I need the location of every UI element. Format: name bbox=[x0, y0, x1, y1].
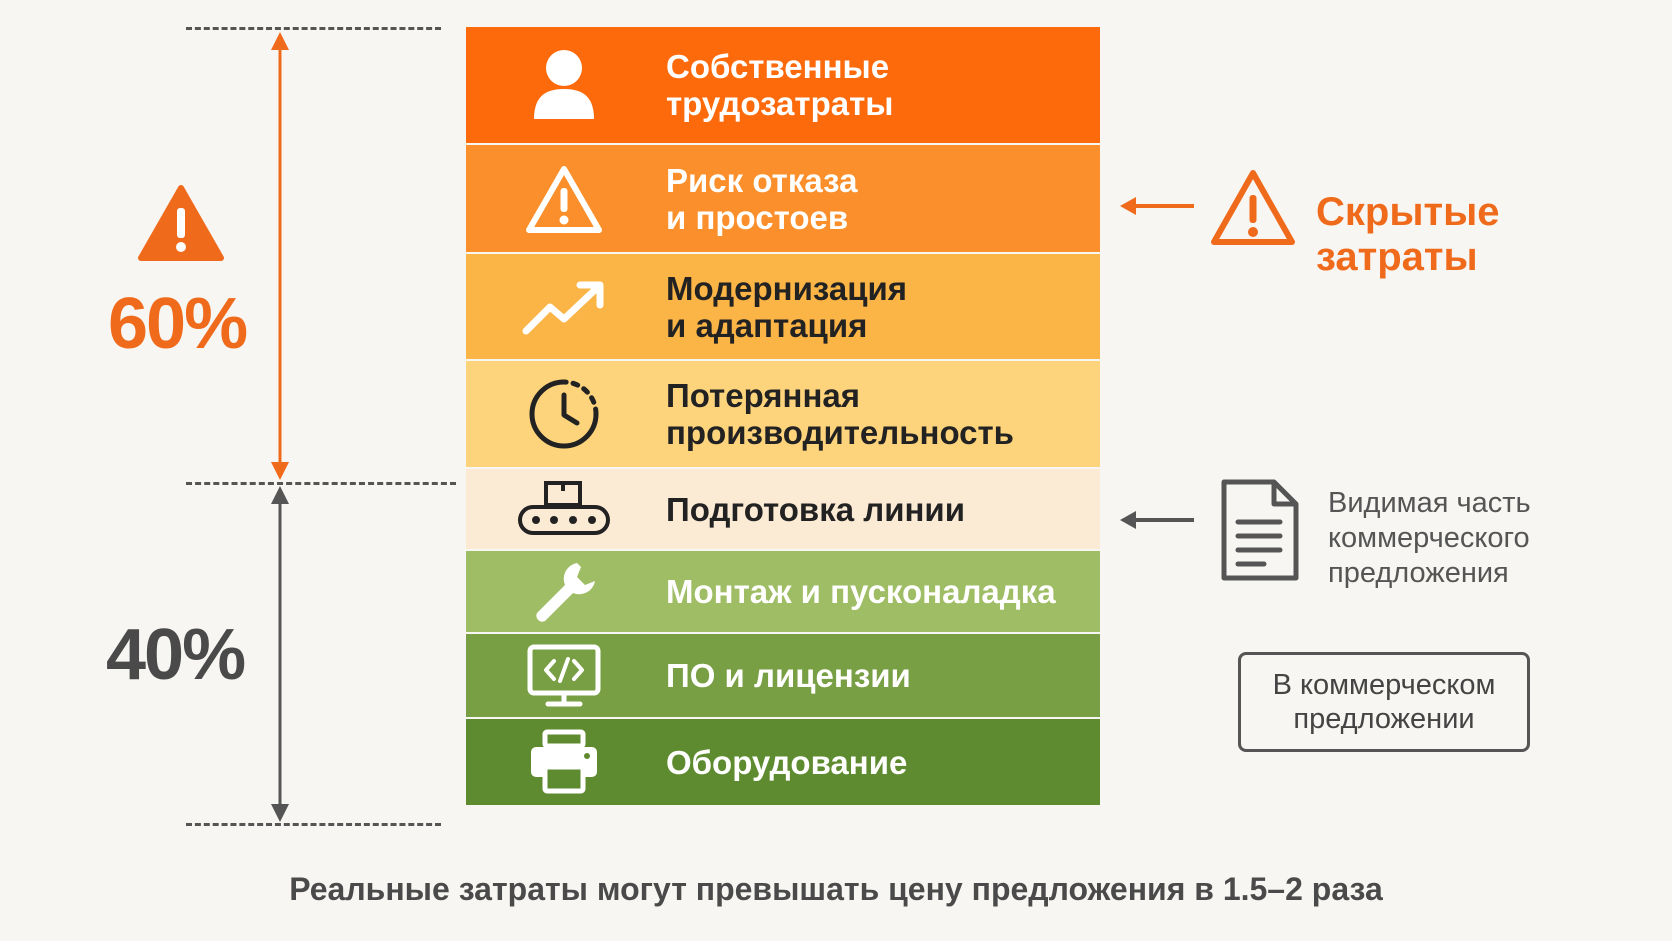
middle-dashed-line bbox=[186, 482, 456, 485]
cost-row-line-preparation: Подготовка линии bbox=[466, 469, 1100, 549]
footer-note: Реальные затраты могут превышать цену пр… bbox=[289, 871, 1383, 907]
code-monitor-icon bbox=[516, 636, 612, 716]
offer-box: В коммерческом предложении bbox=[1238, 652, 1530, 752]
hidden-percent: 60% bbox=[108, 284, 248, 364]
cost-row-equipment: Оборудование bbox=[466, 719, 1100, 805]
printer-icon bbox=[516, 722, 612, 802]
warning-icon bbox=[516, 159, 612, 239]
wrench-icon bbox=[516, 552, 612, 632]
top-dashed-line bbox=[186, 27, 441, 30]
cost-row-failure-risk: Риск отказа и простоев bbox=[466, 145, 1100, 252]
trend-up-icon bbox=[516, 267, 612, 347]
row-label: Оборудование bbox=[666, 743, 908, 781]
offer-box-label: В коммерческом предложении bbox=[1272, 669, 1496, 735]
row-label: Подготовка линии bbox=[666, 490, 965, 528]
cost-row-modernization: Модернизация и адаптация bbox=[466, 254, 1100, 359]
row-label: Модернизация и адаптация bbox=[666, 269, 908, 344]
visible-part-arrow bbox=[1120, 511, 1194, 529]
cost-row-software: ПО и лицензии bbox=[466, 634, 1100, 717]
warning-icon bbox=[1211, 170, 1295, 245]
row-label: Риск отказа и простоев bbox=[666, 161, 858, 236]
document-icon bbox=[1221, 479, 1299, 581]
row-label: Потерянная производительность bbox=[666, 377, 1014, 451]
visible-range-arrow bbox=[271, 486, 289, 822]
row-label: Монтаж и пусконаладка bbox=[666, 573, 1056, 610]
cost-row-own-labor: Собственные трудозатраты bbox=[466, 27, 1100, 143]
conveyor-icon bbox=[516, 469, 612, 549]
warning-icon bbox=[138, 185, 224, 261]
cost-row-installation: Монтаж и пусконаладка bbox=[466, 551, 1100, 632]
hidden-costs-arrow bbox=[1120, 197, 1194, 215]
person-icon bbox=[516, 45, 612, 125]
row-label: Собственные трудозатраты bbox=[666, 48, 894, 122]
bottom-dashed-line bbox=[186, 823, 441, 826]
hidden-costs-label: Скрытые затраты bbox=[1316, 190, 1500, 279]
cost-row-lost-productivity: Потерянная производительность bbox=[466, 361, 1100, 467]
visible-part-label: Видимая часть коммерческого предложения bbox=[1328, 487, 1531, 589]
clock-icon bbox=[516, 374, 612, 454]
hidden-range-arrow bbox=[271, 32, 289, 480]
visible-percent: 40% bbox=[106, 615, 246, 695]
row-label: ПО и лицензии bbox=[666, 657, 911, 694]
